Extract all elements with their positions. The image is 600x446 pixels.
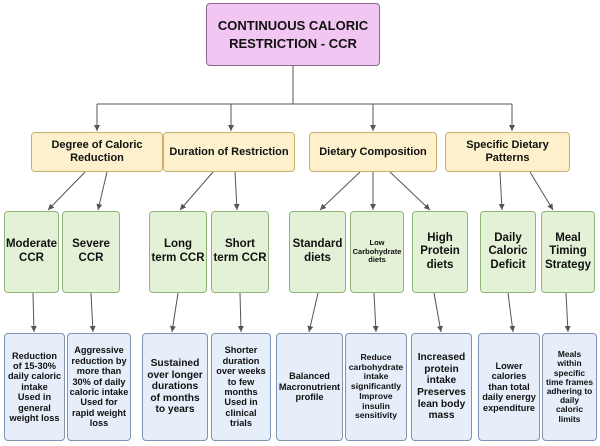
subcategory-label: Long term CCR: [151, 238, 205, 264]
subcategory-label: Daily Caloric Deficit: [488, 231, 528, 271]
subcategory-low-carbohydrate-diets: Low Carbohydrate diets: [350, 211, 404, 293]
description-text: Balanced Macronutrient profile: [278, 371, 341, 403]
description-severe-ccr: Aggressive reduction by more than 30% of…: [67, 333, 131, 441]
subcategory-label: Severe CCR: [72, 238, 110, 264]
description-long-term-ccr: Sustained over longer durations of month…: [142, 333, 208, 441]
subcategory-label: Low Carbohydrate diets: [352, 237, 402, 265]
category-label: Duration of Restriction: [169, 145, 289, 158]
description-text: Meals within specific time frames adheri…: [545, 349, 593, 424]
subcategory-standard-diets: Standard diets: [289, 211, 346, 293]
subcategory-label: Moderate CCR: [5, 238, 58, 264]
root-label: CONTINUOUS CALORIC RESTRICTION - CCR: [217, 17, 369, 51]
category-label: Degree of Caloric Reduction: [51, 139, 143, 164]
description-text: Lower calories than total daily energy e…: [482, 361, 536, 413]
subcategory-long-term-ccr: Long term CCR: [149, 211, 207, 293]
description-daily-caloric-deficit: Lower calories than total daily energy e…: [478, 333, 540, 441]
subcategory-label: Meal Timing Strategy: [544, 231, 592, 271]
description-high-protein-diets: Increased protein intake Preserves lean …: [411, 333, 472, 441]
subcategory-label: Short term CCR: [213, 238, 267, 264]
subcategory-severe-ccr: Severe CCR: [62, 211, 120, 293]
description-short-term-ccr: Shorter duration over weeks to few month…: [211, 333, 271, 441]
category-duration-of-restriction: Duration of Restriction: [163, 132, 295, 172]
category-degree-of-caloric-reduction: Degree of Caloric Reduction: [31, 132, 163, 172]
description-meal-timing-strategy: Meals within specific time frames adheri…: [542, 333, 597, 441]
root-node: CONTINUOUS CALORIC RESTRICTION - CCR: [206, 3, 380, 66]
description-moderate-ccr: Reduction of 15-30% daily caloric intake…: [4, 333, 65, 441]
description-text: Aggressive reduction by more than 30% of…: [69, 345, 129, 429]
subcategory-short-term-ccr: Short term CCR: [211, 211, 269, 293]
subcategory-daily-caloric-deficit: Daily Caloric Deficit: [480, 211, 536, 293]
category-label: Dietary Composition: [319, 145, 427, 158]
description-standard-diets: Balanced Macronutrient profile: [276, 333, 343, 441]
category-specific-dietary-patterns: Specific Dietary Patterns: [445, 132, 570, 172]
description-text: Increased protein intake Preserves lean …: [417, 352, 466, 422]
description-text: Reduce carbohydrate intake significantly…: [348, 352, 404, 421]
description-text: Shorter duration over weeks to few month…: [216, 345, 266, 429]
description-text: Sustained over longer durations of month…: [147, 358, 203, 416]
subcategory-moderate-ccr: Moderate CCR: [4, 211, 59, 293]
description-text: Reduction of 15-30% daily caloric intake…: [7, 350, 62, 423]
subcategory-label: High Protein diets: [420, 231, 460, 271]
category-label: Specific Dietary Patterns: [466, 139, 549, 164]
description-low-carbohydrate-diets: Reduce carbohydrate intake significantly…: [345, 333, 407, 441]
category-dietary-composition: Dietary Composition: [309, 132, 437, 172]
subcategory-label: Standard diets: [292, 238, 343, 264]
subcategory-high-protein-diets: High Protein diets: [412, 211, 468, 293]
subcategory-meal-timing-strategy: Meal Timing Strategy: [541, 211, 595, 293]
